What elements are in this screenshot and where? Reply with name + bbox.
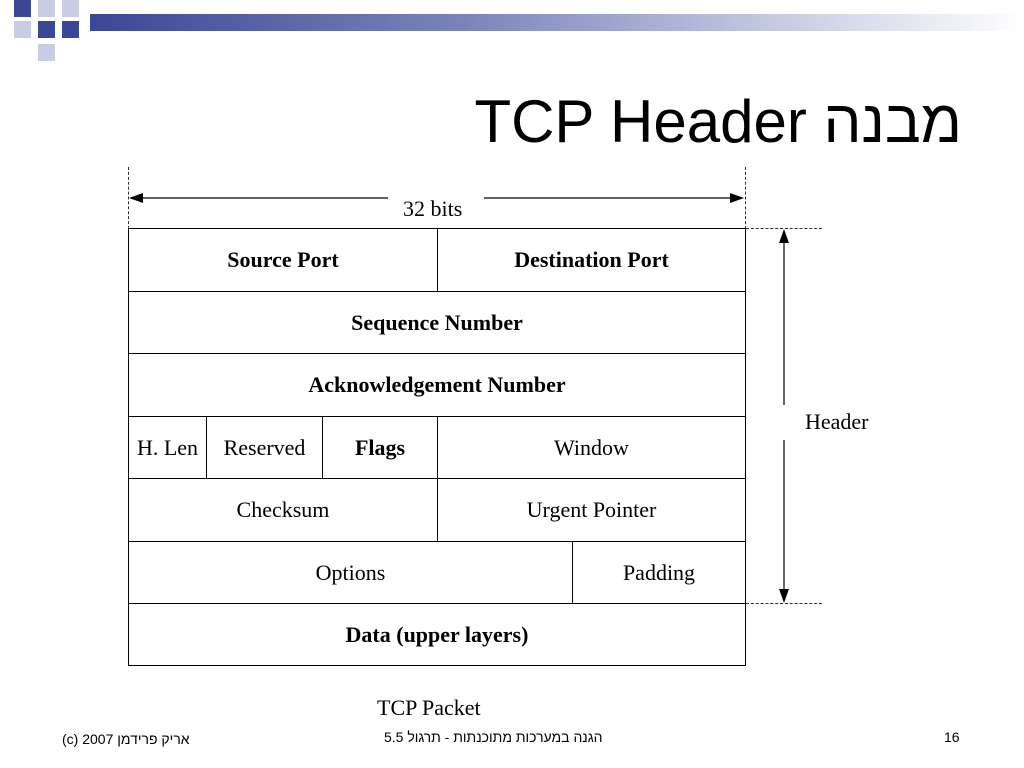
checksum-field: Checksum [128,478,438,542]
right-dashed-guide [745,167,746,229]
corner-square-2 [38,0,55,17]
width-label: 32 bits [403,196,463,221]
corner-square-5 [38,21,55,38]
urgent-pointer-field: Urgent Pointer [437,478,746,542]
padding-field: Padding [572,541,746,604]
corner-square-6 [62,21,79,38]
options-field: Options [128,541,573,604]
header-length-field: H. Len [128,416,207,479]
source-port-field: Source Port [128,228,438,292]
data-field: Data (upper layers) [128,603,746,666]
reserved-field: Reserved [206,416,323,479]
acknowledgement-number-field: Acknowledgement Number [128,353,746,417]
footer-copyright: אריק פרידמן 2007 (c) [62,731,190,747]
destination-port-field: Destination Port [437,228,746,292]
header-arrow-bottom-head [779,589,789,603]
header-top-dashed-guide [746,228,822,229]
sequence-number-field: Sequence Number [128,291,746,354]
corner-square-1 [14,0,31,17]
page-number: 16 [944,729,960,745]
header-bottom-dashed-guide [746,603,822,604]
left-dashed-guide [128,167,129,229]
width-arrow-left-head [129,193,143,203]
corner-square-4 [14,21,31,38]
title-gradient-bar [90,14,1024,31]
corner-square-7 [38,44,55,61]
diagram-caption: TCP Packet [377,695,481,720]
corner-square-3 [62,0,79,17]
slide-title: TCP Header מבנה [474,88,962,155]
footer-course-title: הגנה במערכות מתוכנתות - תרגול 5.5 [384,729,603,745]
window-field: Window [437,416,746,479]
header-label: Header [805,409,869,434]
width-arrow-right-head [730,193,744,203]
header-arrow-top-head [779,229,789,243]
flags-field: Flags [322,416,438,479]
